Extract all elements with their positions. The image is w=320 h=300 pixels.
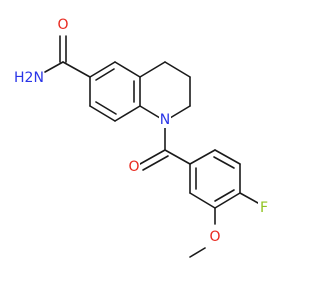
carbonyl-co-bond	[139, 149, 166, 165]
carbonyl-oxygen-mask	[128, 159, 140, 175]
ring-a-inner-bond-6	[95, 68, 115, 81]
ring-nitrogen-mask	[159, 112, 171, 128]
methoxy-oxygen-mask	[209, 229, 221, 245]
ring-nitrogen-label: N	[160, 112, 170, 128]
methoxy-methyl-bond	[189, 247, 206, 258]
ring-a-bond-3	[114, 105, 141, 122]
ring-c-bond-1	[189, 149, 216, 165]
methoxy-oxygen-label: O	[209, 229, 220, 245]
structure-canvas: O H2N N O F O	[14, 17, 270, 258]
amide-ring-bond	[62, 61, 91, 78]
ring-b-bond-1	[139, 61, 166, 78]
fluorine-label: F	[260, 200, 268, 216]
fluorine-mask	[258, 200, 270, 216]
molecule-structure: O H2N N O F O	[14, 17, 270, 258]
amide-nitrogen-label: H2N	[14, 70, 44, 86]
ring-a-bond-6	[89, 61, 116, 78]
ring-a-inner-bond-2	[95, 101, 117, 115]
carbonyl-oxygen-label: O	[128, 159, 139, 175]
ring-c-bond-4	[214, 192, 241, 209]
ring-a-bond-5	[114, 61, 141, 78]
fluorine-bond	[239, 192, 259, 204]
amide-nitrogen-mask	[17, 70, 41, 86]
ring-a-bond-2	[89, 105, 116, 122]
amide-oxygen-label: O	[57, 17, 68, 33]
carbonyl-co-double-bond	[142, 155, 169, 171]
ring-b-bond-2	[164, 61, 191, 78]
carbonyl-ring-bond	[164, 149, 191, 165]
amide-cn-bond	[44, 61, 64, 73]
ring-c-bond-5	[189, 192, 216, 209]
amide-oxygen-mask	[57, 17, 69, 33]
ring-c-inner-bond-2	[213, 156, 235, 169]
ring-c-inner-bond-4	[214, 189, 235, 202]
ring-c-bond-2	[214, 149, 241, 165]
